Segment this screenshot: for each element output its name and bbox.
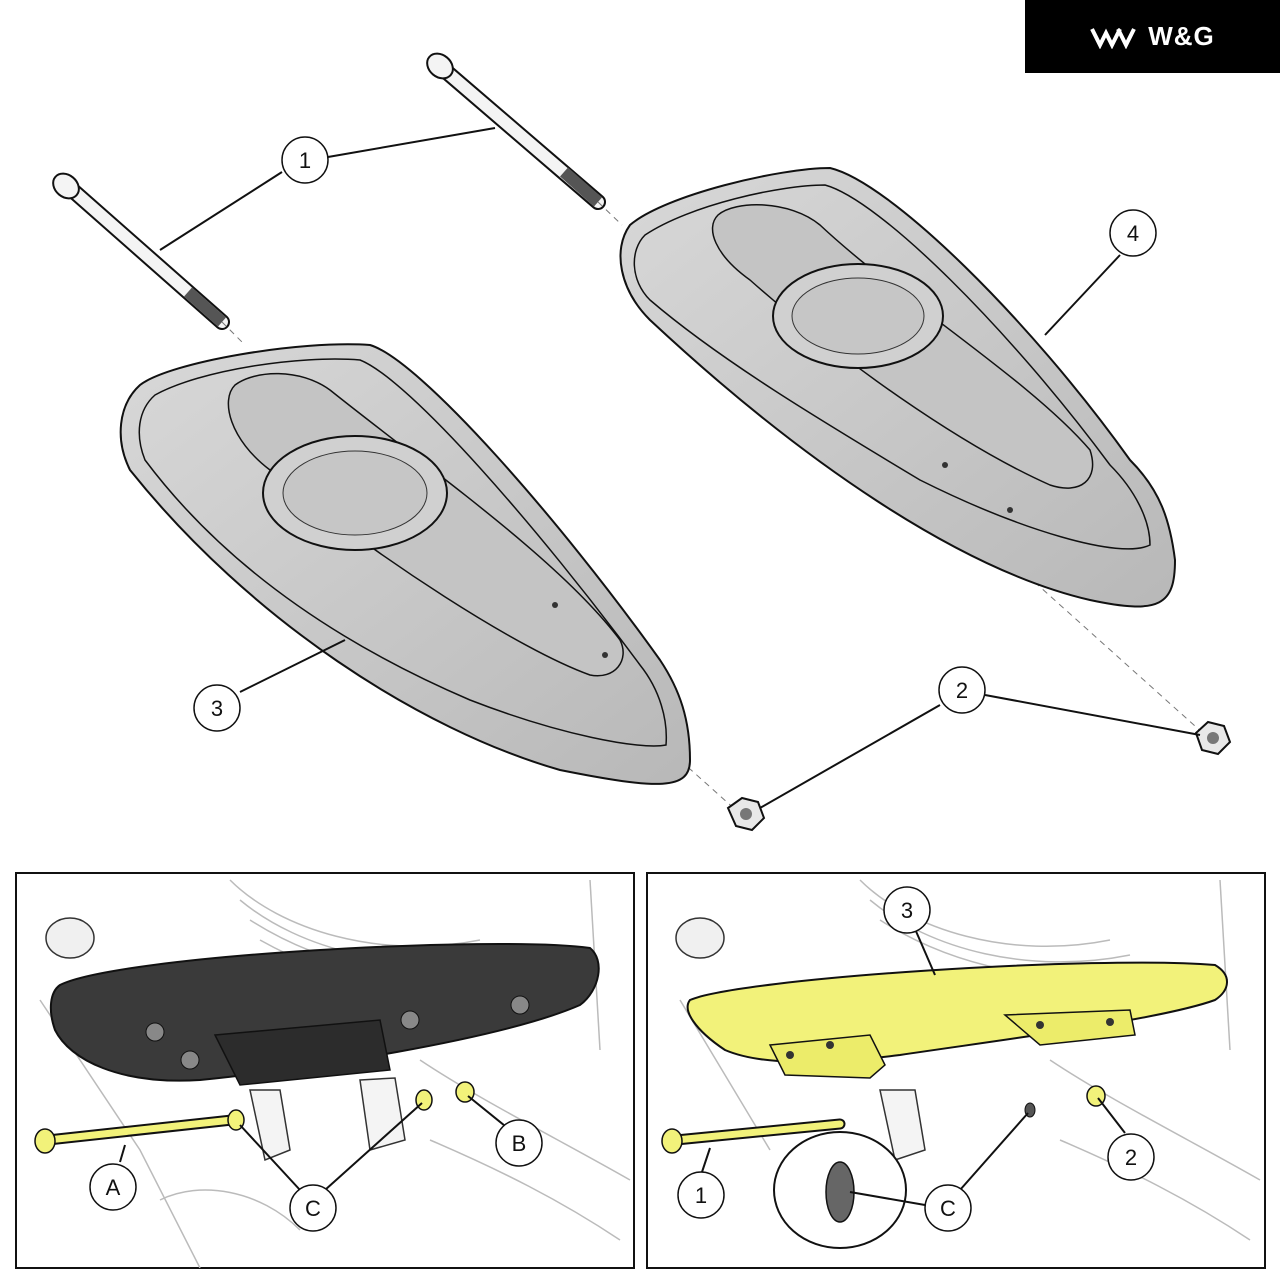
- svg-text:1: 1: [299, 148, 311, 173]
- brand-logo: W&G: [1025, 0, 1280, 73]
- svg-text:4: 4: [1127, 221, 1139, 246]
- bolt-right: [426, 52, 606, 210]
- svg-text:C: C: [305, 1196, 321, 1221]
- callout-bolt: 1: [281, 136, 329, 184]
- callout-c: C: [289, 1184, 337, 1232]
- svg-text:1: 1: [695, 1183, 707, 1208]
- svg-text:3: 3: [211, 696, 223, 721]
- brand-name: W&G: [1148, 21, 1215, 51]
- detail-panel-right: 3 1 C 2: [646, 872, 1266, 1269]
- detail-panel-left: A C B: [15, 872, 635, 1269]
- callout-left-board: 3: [193, 684, 241, 732]
- callout-right-board: 4: [1109, 209, 1157, 257]
- floorboard-left: [119, 343, 692, 785]
- triple-chevron-logo-icon: [1090, 27, 1137, 49]
- callout-b: B: [495, 1119, 543, 1167]
- svg-text:2: 2: [956, 678, 968, 703]
- callout-nut-detail: 2: [1107, 1133, 1155, 1181]
- callout-right-board-detail: 3: [883, 886, 931, 934]
- callout-bolt-detail: 1: [677, 1171, 725, 1219]
- bolt-left: [52, 172, 230, 330]
- svg-text:C: C: [940, 1196, 956, 1221]
- svg-text:2: 2: [1125, 1145, 1137, 1170]
- leader-lines: [159, 127, 1201, 809]
- svg-text:3: 3: [901, 898, 913, 923]
- svg-text:A: A: [106, 1175, 121, 1200]
- callout-nut: 2: [938, 666, 986, 714]
- floorboard-right: [619, 166, 1177, 608]
- svg-text:B: B: [512, 1131, 527, 1156]
- nut-left: [726, 796, 766, 832]
- callout-c-detail: C: [924, 1184, 972, 1232]
- callout-a: A: [89, 1163, 137, 1211]
- nut-right: [1194, 720, 1232, 756]
